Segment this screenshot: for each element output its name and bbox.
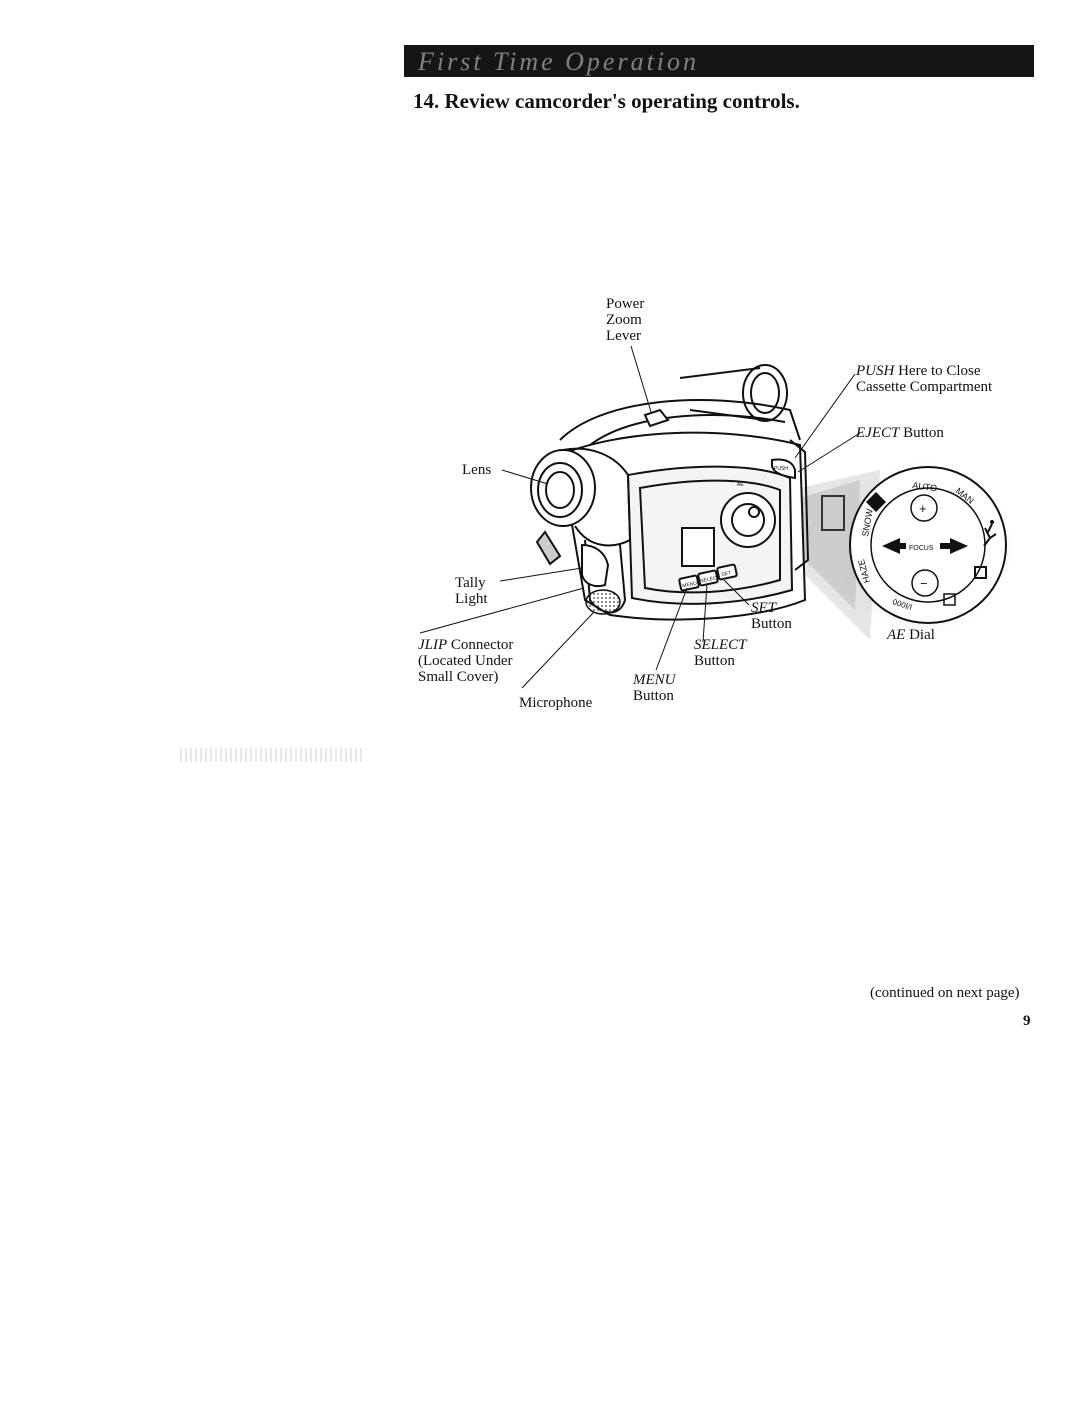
focus-plus-button	[910, 494, 938, 522]
microphone-label: Microphone	[519, 695, 593, 711]
eject-button-label: EJECT Button	[856, 425, 944, 441]
continued-note: (continued on next page)	[870, 985, 1020, 1001]
callout-lines	[419, 345, 861, 689]
step-title: 14. Review camcorder's operating control…	[413, 89, 800, 113]
ae-dial	[837, 460, 1013, 636]
push-close-label: PUSH Here to Close Cassette Compartment	[856, 363, 993, 395]
menu-button-label: MENU Button	[633, 672, 676, 704]
page-number: 9	[1023, 1013, 1031, 1029]
scan-speckle	[180, 748, 365, 762]
dial-plus-text: +	[919, 501, 927, 516]
dial-snow-text: SNOW	[860, 508, 875, 538]
power-zoom-lever-label: Power Zoom Lever	[606, 296, 645, 344]
jlip-connector-label: JLIP Connector (Located Under Small Cove…	[418, 637, 514, 685]
section-header-bar: First Time Operation	[404, 45, 1034, 77]
focus-minus-button	[911, 569, 939, 597]
select-button-label: SELECT Button	[694, 637, 747, 669]
camera-menu-label: MENU	[682, 580, 698, 589]
dial-auto-text: AUTO	[912, 480, 938, 493]
camera-select-label: SELECT	[700, 575, 720, 585]
camera-push-label: PUSH	[774, 466, 788, 472]
tally-light-label: Tally Light	[455, 575, 488, 607]
set-button-label: SET Button	[751, 600, 792, 632]
dial-focus-text: FOCUS	[909, 545, 934, 552]
sports-icon	[983, 523, 997, 547]
spotlight-icon	[974, 566, 987, 579]
camcorder-body	[530, 364, 810, 621]
dial-minus-text: −	[920, 576, 928, 591]
backlight-icon	[943, 593, 956, 606]
camera-set-label: SET	[721, 570, 732, 578]
section-title: First Time Operation	[418, 47, 700, 76]
camera-ae-label: AE	[737, 482, 744, 488]
contrast-icon	[866, 492, 886, 512]
ae-dial-label: AE Dial	[887, 627, 935, 643]
microphone-grille	[585, 589, 621, 615]
lens-label: Lens	[462, 462, 492, 478]
